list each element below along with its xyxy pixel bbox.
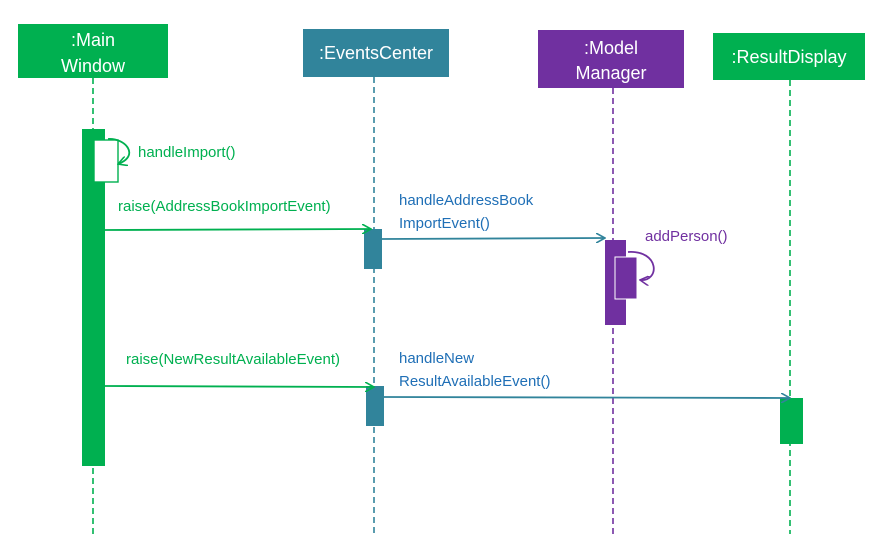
handle-new-result-label-1: handleNew bbox=[399, 350, 474, 367]
handle-import-event-label-2: ImportEvent() bbox=[399, 215, 490, 232]
participant-model-manager-label-1: :Model bbox=[584, 38, 638, 58]
participant-events-center: :EventsCenter bbox=[303, 29, 449, 77]
model-manager-self-activation bbox=[614, 256, 638, 300]
main-window-activation bbox=[82, 129, 105, 466]
main-window-self-activation bbox=[93, 139, 119, 183]
events-center-activation-2 bbox=[366, 386, 384, 426]
raise-import-arrow bbox=[104, 229, 371, 230]
add-person-label: addPerson() bbox=[645, 228, 728, 245]
handle-import-event-arrow bbox=[381, 238, 605, 239]
participant-model-manager-label-2: Manager bbox=[575, 63, 646, 83]
participant-main-window-label-2: Window bbox=[61, 56, 126, 76]
participant-main-window-label-1: :Main bbox=[71, 30, 115, 50]
handle-import-label: handleImport() bbox=[138, 144, 236, 161]
handle-import-event-label-1: handleAddressBook bbox=[399, 192, 534, 209]
participant-main-window: :Main Window bbox=[18, 24, 168, 78]
raise-new-result-label: raise(NewResultAvailableEvent) bbox=[126, 351, 340, 368]
raise-import-label: raise(AddressBookImportEvent) bbox=[118, 198, 331, 215]
participant-model-manager: :Model Manager bbox=[538, 30, 684, 88]
raise-new-result-arrow bbox=[104, 386, 374, 387]
events-center-activation-1 bbox=[364, 229, 382, 269]
handle-import-self-arrow bbox=[107, 138, 131, 164]
handle-new-result-arrow bbox=[383, 397, 790, 398]
participant-result-display: :ResultDisplay bbox=[713, 33, 865, 80]
handle-new-result-label-2: ResultAvailableEvent() bbox=[399, 373, 550, 390]
result-display-activation bbox=[780, 398, 803, 444]
add-person-self-arrow bbox=[627, 251, 655, 280]
participant-result-display-label: :ResultDisplay bbox=[731, 47, 846, 67]
participant-events-center-label: :EventsCenter bbox=[319, 43, 433, 63]
